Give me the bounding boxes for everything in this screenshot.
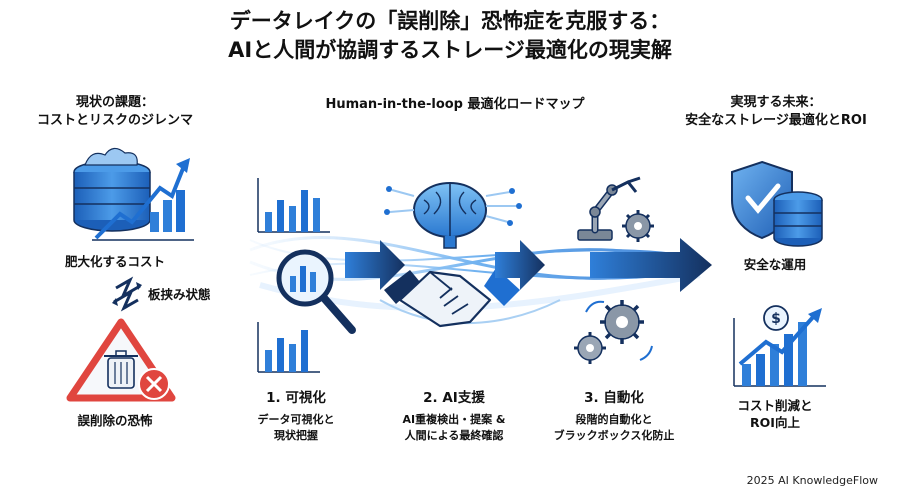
svg-text:$: $	[771, 311, 781, 327]
dollar-coin-icon: $	[763, 305, 789, 331]
roadmap-heading: Human-in-the-loop 最適化ロードマップ	[325, 97, 585, 112]
step-2-title: 2. AI支援	[423, 390, 485, 406]
cost-database-icon	[73, 147, 151, 232]
current-issue-heading-line-1: 現状の課題：	[75, 95, 154, 110]
gear-cluster-icon	[574, 300, 653, 364]
current-issue-heading-line-2: コストとリスクのジレンマ	[36, 113, 193, 128]
step-3-desc-line-1: 段階的自動化と	[575, 413, 653, 426]
step-2-desc-line-2: 人間による最終確認	[404, 429, 504, 442]
step-2-desc-line-1: AI重複検出・提案 &	[402, 413, 506, 426]
roi-label-line-1: コスト削減と	[737, 398, 813, 413]
safe-operation-label: 安全な運用	[743, 257, 807, 272]
roi-label-line-2: ROI向上	[750, 415, 800, 430]
flow-arrow-3	[590, 238, 712, 292]
step-3-desc-line-2: ブラックボックス化防止	[553, 429, 675, 442]
flow-arrow-2	[495, 240, 545, 290]
footer-credit: 2025 AI KnowledgeFlow	[746, 474, 878, 487]
future-heading-line-1: 実現する未来：	[730, 95, 822, 110]
secure-database-icon	[773, 191, 823, 247]
magnifier-icon	[276, 249, 356, 334]
visualization-chart-bottom-icon	[257, 322, 320, 373]
deletion-fear-warning-icon	[66, 318, 176, 402]
visualization-chart-top-icon	[257, 178, 330, 233]
step-1-desc-line-1: データ可視化と	[257, 413, 335, 426]
step-1-title: 1. 可視化	[266, 390, 326, 406]
gear-top-icon	[622, 210, 654, 242]
dilemma-label: 板挟み状態	[148, 287, 211, 302]
roi-growth-chart-icon	[733, 308, 826, 387]
title-line-1: データレイクの「誤削除」恐怖症を克服する：	[229, 9, 671, 33]
step-1-desc-line-2: 現状把握	[274, 429, 318, 442]
step-3-title: 3. 自動化	[584, 390, 644, 406]
dilemma-arrows-icon	[112, 276, 142, 312]
title-line-2: AIと人間が協調するストレージ最適化の現実解	[228, 38, 672, 62]
deletion-fear-label: 誤削除の恐怖	[77, 413, 153, 428]
future-heading-line-2: 安全なストレージ最適化とROI	[685, 113, 867, 128]
handshake-icon	[384, 268, 520, 328]
ai-brain-icon	[384, 182, 522, 249]
robot-arm-icon	[577, 176, 641, 241]
cost-label: 肥大化するコスト	[64, 254, 165, 269]
flow-arrow-1	[345, 240, 405, 290]
rising-cost-chart-icon	[92, 158, 194, 241]
